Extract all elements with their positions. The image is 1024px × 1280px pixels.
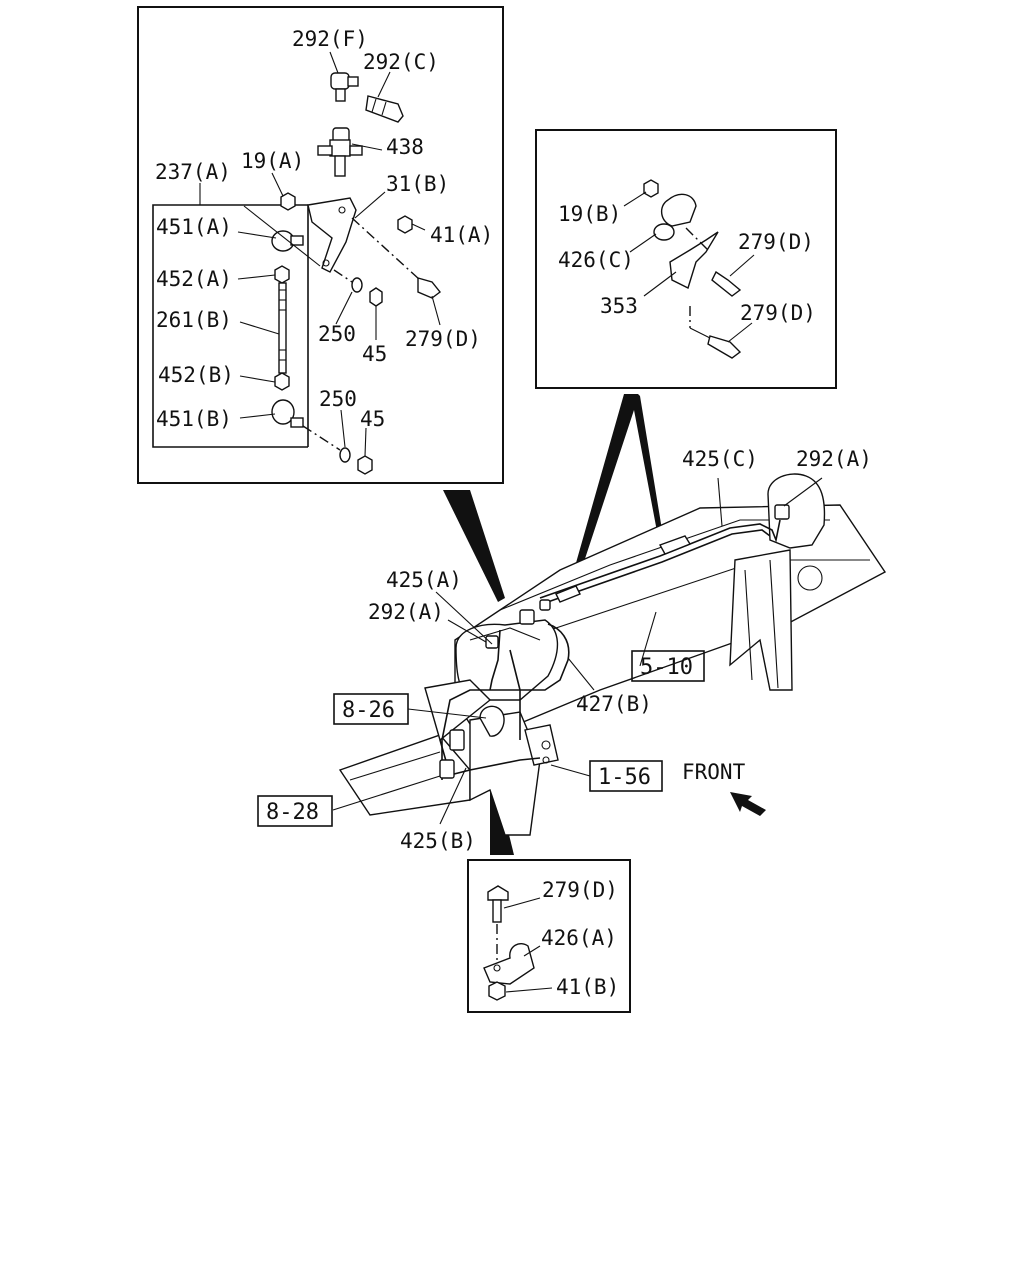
nut-452b (274, 372, 290, 391)
ref-box-5-10: 5-10 (631, 650, 705, 682)
ref-box-8-26: 8-26 (333, 693, 409, 725)
ref-box-8-28: 8-28 (257, 795, 333, 827)
front-arrow-icon (730, 792, 766, 816)
label-426c: 426(C) (558, 248, 634, 272)
nut-19b (643, 179, 659, 198)
label-279d: 279(D) (405, 327, 481, 351)
label-292a-rear: 292(A) (796, 447, 872, 471)
label-427b: 427(B) (576, 692, 652, 716)
label-41b: 41(B) (556, 975, 619, 999)
label-41a: 41(A) (430, 223, 493, 247)
label-292c: 292(C) (363, 50, 439, 74)
label-292f: 292(F) (292, 27, 368, 51)
label-237a: 237(A) (155, 160, 231, 184)
label-279d-lower: 279(D) (740, 301, 816, 325)
elbow-fitting-292f (330, 72, 359, 102)
label-353: 353 (600, 294, 638, 318)
detail-box-top-right: 19(B) 426(C) 279(D) 353 279(D) (535, 129, 837, 389)
label-250-lower: 250 (319, 387, 357, 411)
bolt-279d-upper (711, 270, 742, 297)
label-438: 438 (386, 135, 424, 159)
clamp-426a (483, 942, 535, 985)
front-label: FRONT (682, 760, 746, 784)
label-250-upper: 250 (318, 322, 356, 346)
label-45-lower: 45 (360, 407, 385, 431)
detail-box-bottom: 279(D) 426(A) 41(B) (467, 859, 631, 1013)
bracket-31b (307, 197, 357, 273)
label-425b: 425(B) (400, 829, 476, 853)
label-31b: 31(B) (386, 172, 449, 196)
label-19a: 19(A) (241, 149, 304, 173)
label-45-upper: 45 (362, 342, 387, 366)
detail-pointer-top-right (570, 394, 664, 586)
ball-joint-451b (271, 399, 304, 428)
cross-fitting-438 (317, 127, 363, 177)
nut-452a (274, 265, 290, 284)
label-261b: 261(B) (156, 308, 232, 332)
label-425a: 425(A) (386, 568, 462, 592)
ball-joint-451a (271, 230, 304, 252)
ref-box-1-56: 1-56 (589, 760, 663, 792)
nut-41b (488, 981, 506, 1001)
chassis-frame-assembly (338, 473, 887, 836)
clamp-426c (653, 193, 697, 241)
svg-text:5-10: 5-10 (640, 655, 693, 680)
label-19b: 19(B) (558, 202, 621, 226)
label-451b: 451(B) (156, 407, 232, 431)
detail-box-top-left: 292(F) 292(C) 438 19(A) 237(A) 31(B) 41(… (137, 6, 504, 484)
label-279d-bottom: 279(D) (542, 878, 618, 902)
svg-text:1-56: 1-56 (598, 765, 651, 790)
svg-text:8-26: 8-26 (342, 698, 395, 723)
label-452a: 452(A) (156, 267, 232, 291)
nut-41a (397, 215, 413, 234)
nut-19a (280, 192, 296, 211)
detail-pointer-top-left (443, 490, 505, 602)
hose-connector-292c (365, 95, 404, 123)
label-426a: 426(A) (541, 926, 617, 950)
washer-250-lower (339, 447, 351, 463)
label-451a: 451(A) (156, 215, 232, 239)
label-292a-front: 292(A) (368, 600, 444, 624)
label-425c: 425(C) (682, 447, 758, 471)
bolt-279d-bottom (487, 885, 509, 923)
svg-text:8-28: 8-28 (266, 800, 319, 825)
bolt-279d-lower (707, 335, 742, 359)
washer-250-upper (351, 277, 363, 293)
nut-45-upper (369, 287, 383, 307)
bracket-353 (669, 231, 719, 289)
nut-45-lower (357, 455, 373, 475)
label-279d-upper: 279(D) (738, 230, 814, 254)
label-452b: 452(B) (158, 363, 234, 387)
bolt-279d (417, 277, 441, 299)
